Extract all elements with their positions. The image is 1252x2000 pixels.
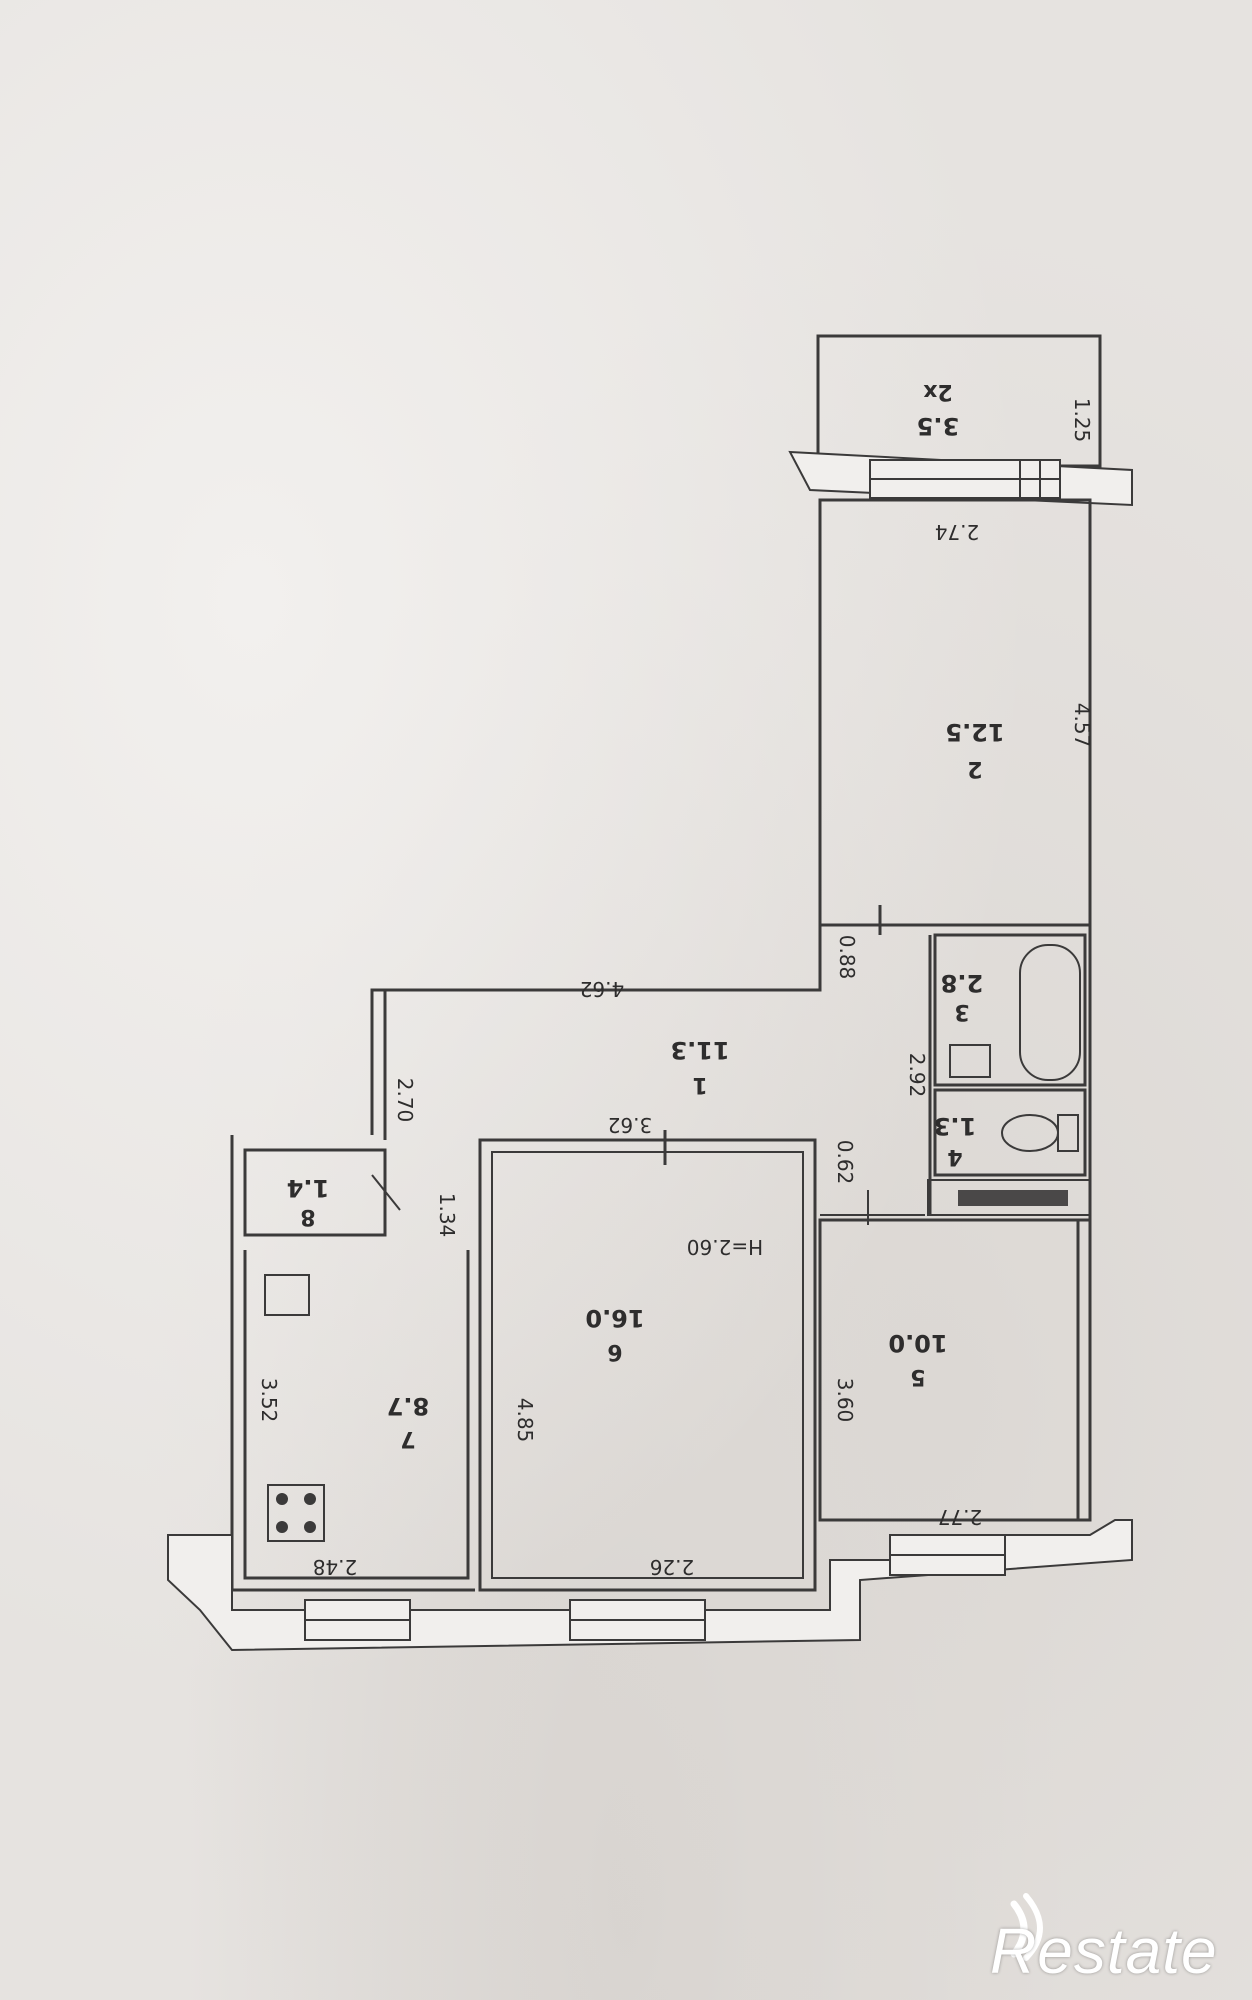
- room-6-outline: [478, 1138, 817, 1592]
- dim-3-60: 3.60: [833, 1378, 857, 1423]
- closet-number: 8: [300, 1204, 315, 1229]
- room-6-number: 6: [607, 1339, 622, 1364]
- burner-4: [304, 1521, 316, 1533]
- bath-number: 3: [954, 999, 969, 1024]
- closet-door-mark: [371, 1174, 401, 1211]
- dim-4-57: 4.57: [1070, 703, 1094, 748]
- room-2-number: 2: [967, 756, 982, 781]
- dim-3-52: 3.52: [257, 1378, 281, 1423]
- room-2: [818, 498, 1092, 935]
- wc-area: 1.3: [934, 1112, 977, 1140]
- bottom-facade: [167, 1519, 1133, 1652]
- dim-0-88: 0.88: [835, 935, 859, 980]
- burner-2: [304, 1493, 316, 1505]
- room-5-area: 10.0: [888, 1329, 947, 1357]
- restate-logo: Restate: [944, 1884, 1244, 1994]
- wc-number: 4: [947, 1144, 962, 1169]
- balcony-number: 2x: [923, 379, 953, 404]
- kitchen-number: 7: [400, 1426, 415, 1451]
- burner-3: [276, 1521, 288, 1533]
- room-2-outline: [818, 498, 1092, 927]
- hall-area: 11.3: [670, 1036, 729, 1064]
- bath-area: 2.8: [941, 969, 984, 997]
- dim-2-74: 2.74: [935, 520, 980, 544]
- balcony-window: [788, 450, 1133, 507]
- brand-name: Restate: [990, 1915, 1218, 1987]
- dim-2-92: 2.92: [905, 1053, 929, 1098]
- room-5-number: 5: [910, 1364, 925, 1389]
- wc-outline: [933, 1088, 1087, 1177]
- closet-8: [243, 1148, 401, 1237]
- kitchen-area: 8.7: [387, 1392, 430, 1420]
- bathtub: [1019, 944, 1081, 1081]
- dim-4-85: 4.85: [513, 1398, 537, 1443]
- room-6-area: 16.0: [585, 1304, 644, 1332]
- dim-0-62: 0.62: [833, 1140, 857, 1185]
- dim-2-77: 2.77: [938, 1505, 983, 1529]
- dim-2-48: 2.48: [313, 1555, 358, 1579]
- labels: 2x 3.5 1.25 2.74 12.5 2 4.57 0.88 4.62 1…: [257, 379, 1094, 1579]
- radiator-bars: [958, 1190, 1068, 1206]
- kitchen-inner-wall: [243, 1250, 470, 1580]
- toilet: [1001, 1114, 1059, 1152]
- balcony-area: 3.5: [917, 412, 960, 440]
- wc-4: [933, 1088, 1087, 1177]
- hall-top-wall: [370, 925, 822, 1135]
- hall-number: 1: [692, 1072, 707, 1097]
- balcony: [816, 334, 1102, 468]
- room-5: [818, 1218, 1092, 1522]
- dim-1-25: 1.25: [1070, 398, 1094, 443]
- room-5-outline: [818, 1218, 1092, 1522]
- radiator-box: [927, 1179, 1091, 1216]
- room-6: [478, 1130, 817, 1592]
- sink: [949, 1044, 991, 1078]
- room-6-inner: [491, 1151, 804, 1579]
- balcony-outline: [816, 334, 1102, 468]
- dim-2-26: 2.26: [650, 1555, 695, 1579]
- radiator: [927, 1179, 1091, 1216]
- stove: [267, 1484, 325, 1542]
- dim-4-62: 4.62: [580, 977, 625, 1001]
- signal-icon: [1010, 1893, 1043, 1961]
- kitchen-sink: [264, 1274, 310, 1316]
- dim-1-34: 1.34: [435, 1193, 459, 1238]
- closet-area: 1.4: [287, 1174, 330, 1202]
- dim-3-62: 3.62: [608, 1113, 653, 1137]
- ceiling-height: H=2.60: [687, 1235, 763, 1259]
- room-2-area: 12.5: [945, 718, 1004, 746]
- toilet-tank: [1057, 1114, 1079, 1152]
- burner-1: [276, 1493, 288, 1505]
- bathroom-outline: [933, 933, 1087, 1087]
- dim-2-70: 2.70: [393, 1078, 417, 1123]
- bathroom-3: [933, 933, 1087, 1087]
